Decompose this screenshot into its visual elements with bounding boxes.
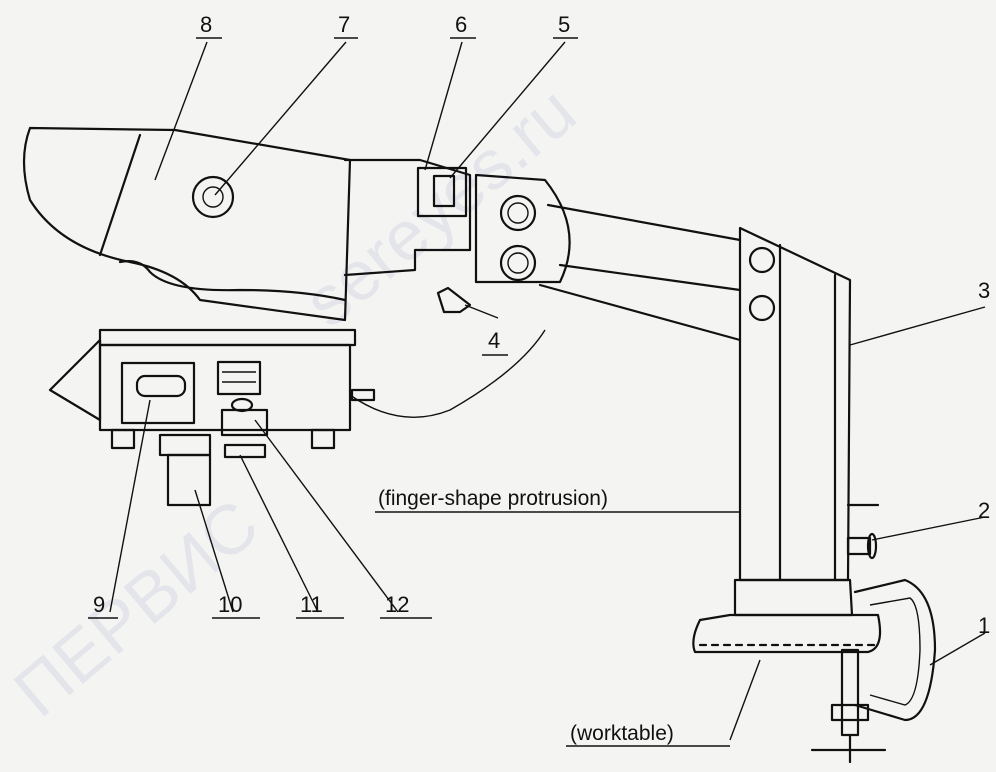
callout-worktable: (worktable) bbox=[570, 722, 674, 745]
part-labels: 8 7 6 5 4 3 2 1 9 10 11 12 bbox=[88, 12, 990, 638]
panel-9 bbox=[120, 361, 196, 425]
mount-block bbox=[474, 173, 571, 284]
port-12 bbox=[220, 408, 269, 437]
label-7: 7 bbox=[338, 12, 350, 37]
label-12: 12 bbox=[385, 592, 409, 617]
foot-left bbox=[110, 428, 136, 450]
clamp-1 bbox=[853, 578, 937, 722]
knob-7 bbox=[191, 175, 235, 219]
part-10 bbox=[166, 453, 212, 507]
label-10: 10 bbox=[218, 592, 242, 617]
lever-4 bbox=[436, 286, 472, 314]
label-2: 2 bbox=[978, 498, 990, 523]
stand-base bbox=[692, 578, 937, 764]
part-10-top bbox=[158, 433, 212, 457]
microscope-head bbox=[22, 126, 472, 322]
leader-lines bbox=[109, 41, 986, 741]
knob-2 bbox=[846, 532, 878, 560]
label-1: 1 bbox=[978, 613, 990, 638]
label-5: 5 bbox=[558, 12, 570, 37]
callout-finger-protrusion: (finger-shape protrusion) bbox=[378, 487, 608, 510]
column-3 bbox=[738, 226, 880, 582]
label-4: 4 bbox=[488, 328, 500, 353]
base-unit bbox=[48, 328, 546, 507]
panel-connector bbox=[216, 360, 262, 396]
joint-6 bbox=[416, 166, 468, 218]
label-6: 6 bbox=[455, 12, 467, 37]
arm bbox=[538, 203, 742, 342]
label-3: 3 bbox=[978, 278, 990, 303]
label-9: 9 bbox=[93, 592, 105, 617]
watermark: sereyes.ru ПЕРВИС bbox=[0, 72, 590, 732]
foot-right bbox=[310, 428, 336, 450]
label-11: 11 bbox=[300, 592, 323, 617]
part-11 bbox=[223, 443, 267, 459]
label-8: 8 bbox=[200, 12, 212, 37]
joint-assembly bbox=[416, 166, 571, 314]
